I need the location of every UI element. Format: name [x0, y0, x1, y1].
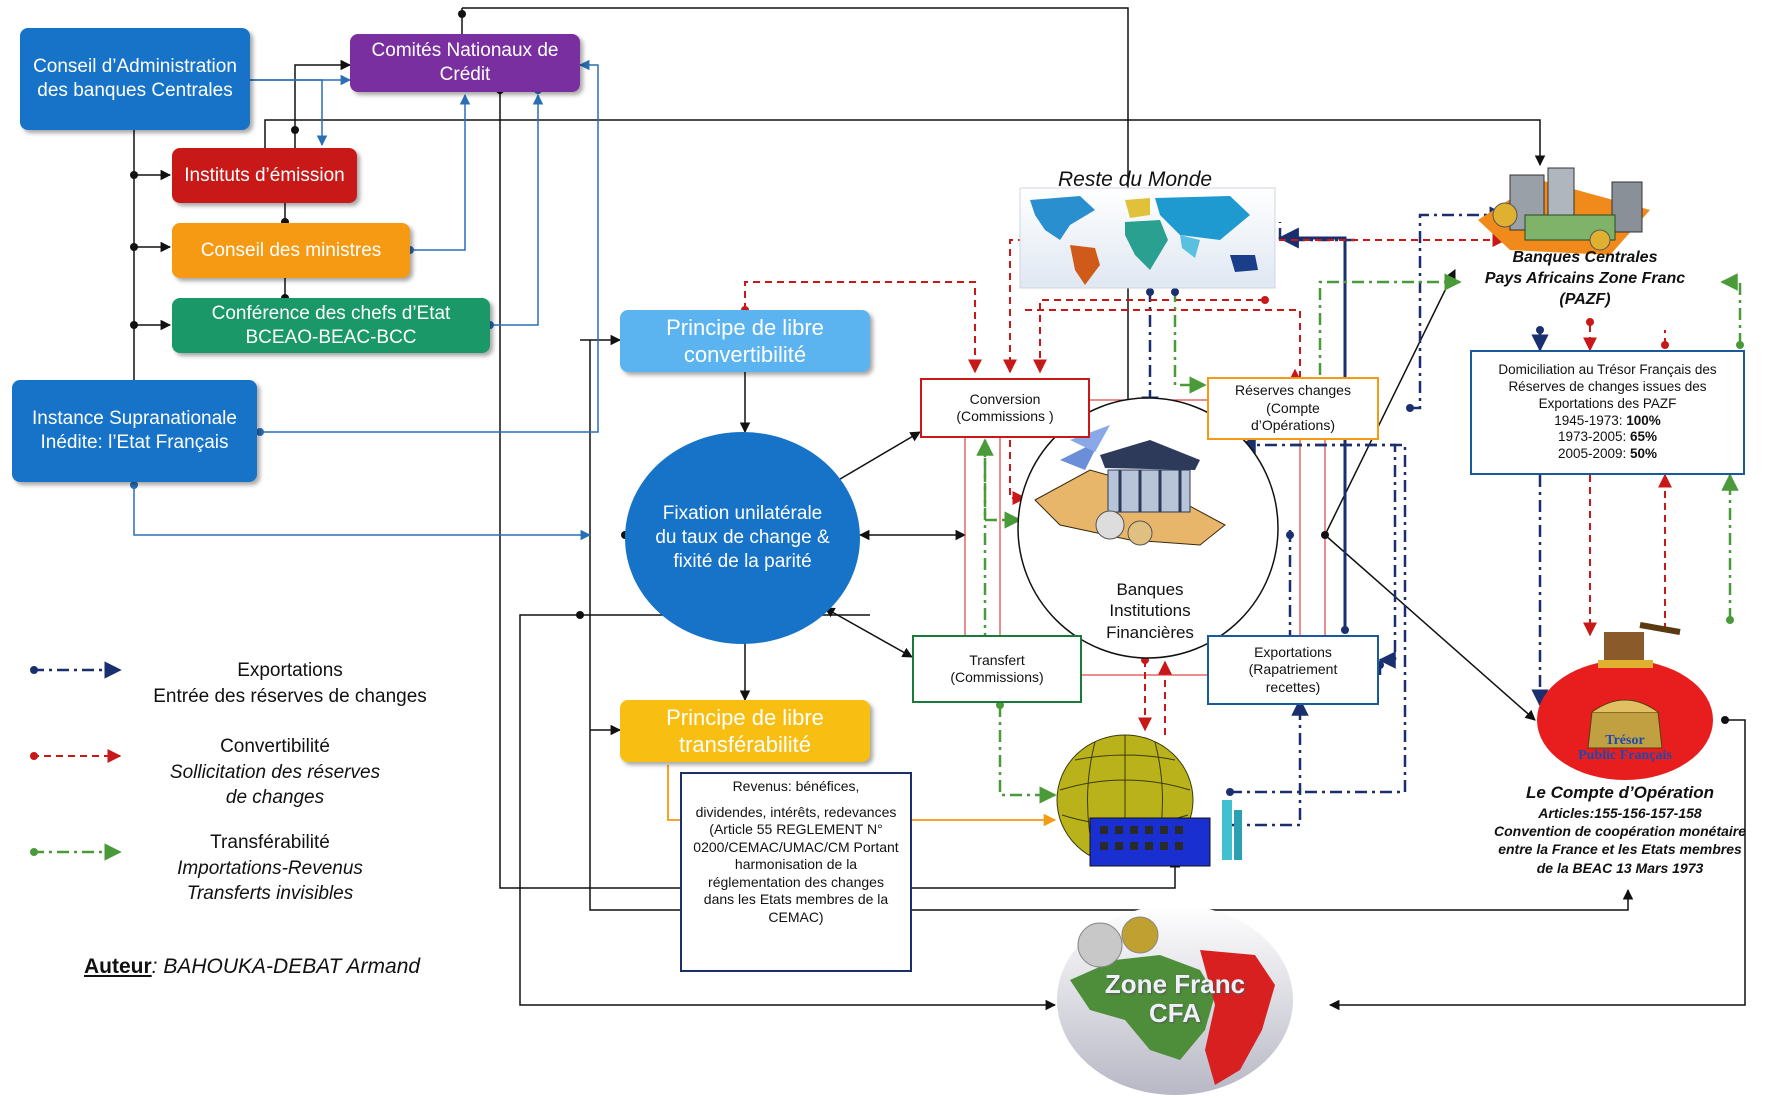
globe-building-icon	[1056, 734, 1242, 867]
legend-transferabilite-title: Transférabilité	[210, 832, 330, 853]
reserves-sub-1: (Compte	[1266, 399, 1320, 416]
revenus-box: Revenus: bénéfices, dividendes, intérêts…	[680, 772, 912, 972]
compte-operation-label: Le Compte d’Opération Articles:155-156-1…	[1470, 782, 1770, 877]
conference-chefs-text-2: BCEAO-BEAC-BCC	[245, 326, 417, 348]
period-3-value: 50%	[1630, 446, 1658, 462]
banques-centrales-line-1: Banques Centrales	[1512, 249, 1658, 266]
conference-chefs-text-1: Conférence des chefs d’Etat	[211, 302, 451, 324]
tresor-line-1: Trésor	[1605, 733, 1645, 748]
legend-convertibilite-sub-2: de changes	[225, 787, 325, 809]
conversion-sub: (Commissions )	[956, 408, 1054, 424]
instance-supranationale-text: Instance Supranationale Inédite: l’Etat …	[32, 408, 237, 453]
conversion-title: Conversion	[969, 390, 1041, 407]
period-3-label: 2005-2009:	[1557, 446, 1631, 462]
legend-exportations: Exportations Entrée des réserves de chan…	[130, 658, 450, 709]
world-map-image	[1019, 187, 1276, 289]
legend-convertibilite-title: Convertibilité	[220, 736, 330, 757]
revenus-title: Revenus: bénéfices,	[732, 778, 860, 794]
instance-supranationale-box: Instance Supranationale Inédite: l’Etat …	[12, 380, 257, 482]
transfert-sub: (Commissions)	[950, 669, 1044, 685]
compte-articles: Articles:155-156-157-158	[1538, 805, 1702, 822]
banques-centrales-line-3: (PAZF)	[1559, 290, 1611, 308]
reste-du-monde-label: Reste du Monde	[1058, 168, 1213, 191]
revenus-body: dividendes, intérêts, redevances (Articl…	[693, 803, 899, 925]
compte-title: Le Compte d’Opération	[1526, 783, 1714, 802]
legend-lines	[30, 661, 122, 861]
banques-centrales-label: Banques Centrales Pays Africains Zone Fr…	[1445, 248, 1725, 310]
zone-franc-line-1: Zone Franc	[1104, 969, 1246, 999]
exportations-flows	[1141, 206, 1549, 827]
reserves-changes-box: Réserves changes (Compte d’Opérations)	[1207, 377, 1379, 440]
principe-convertibilite-box: Principe de libre convertibilité	[620, 310, 870, 372]
period-2-label: 1973-2005:	[1557, 429, 1631, 445]
tresor-label: Trésor Public Français	[1545, 733, 1705, 764]
exportations-sub-1: (Rapatriement	[1248, 661, 1338, 678]
compte-convention-2: entre la France et les Etats membres	[1498, 841, 1742, 858]
conseil-administration-text: Conseil d’Administration des banques Cen…	[33, 56, 237, 101]
period-1973-2005: 1973-2005: 65%	[1558, 429, 1657, 446]
conseil-ministres-box: Conseil des ministres	[172, 223, 410, 278]
compte-convention-1: Convention de coopération monétaire	[1493, 823, 1747, 840]
fixation-text: Fixation unilatérale du taux de change &…	[655, 503, 830, 572]
exportations-box: Exportations (Rapatriement recettes)	[1207, 635, 1379, 705]
principe-convertibilite-text: Principe de libre convertibilité	[666, 314, 824, 368]
period-1-value: 100%	[1626, 412, 1661, 428]
legend-convertibilite: Convertibilité Sollicitation des réserve…	[130, 734, 420, 811]
transfert-title: Transfert	[969, 651, 1025, 668]
banques-label: Banques Institutions Financières	[1075, 580, 1225, 642]
instituts-emission-box: Instituts d’émission	[172, 148, 357, 203]
domiciliation-box: Domiciliation au Trésor Français des Rés…	[1470, 350, 1745, 475]
instituts-emission-text: Instituts d’émission	[184, 164, 345, 186]
legend-exportations-title: Exportations	[237, 660, 343, 681]
author-name: : BAHOUKA-DEBAT Armand	[151, 955, 421, 978]
legend-convertibilite-sub-1: Sollicitation des réserves	[169, 761, 381, 783]
conference-chefs-box: Conférence des chefs d’Etat BCEAO-BEAC-B…	[172, 298, 490, 353]
reserves-sub-2: d’Opérations)	[1250, 417, 1336, 434]
exportations-title: Exportations	[1254, 643, 1332, 660]
exportations-sub-2: recettes)	[1265, 678, 1321, 695]
banques-centrales-line-2: Pays Africains Zone Franc	[1484, 269, 1686, 287]
compte-convention-3: de la BEAC 13 Mars 1973	[1536, 859, 1704, 876]
revenus-link	[667, 765, 1057, 827]
author-credit: Auteur: BAHOUKA-DEBAT Armand	[84, 955, 420, 979]
transferabilite-flows	[976, 273, 1742, 804]
hierarchy-connectors	[133, 7, 1746, 1011]
tresor-line-2: Public Français	[1578, 748, 1672, 764]
principe-transferabilite-box: Principe de libre transférabilité	[620, 700, 870, 762]
transfert-box: Transfert (Commissions)	[912, 635, 1082, 703]
tresor-icon	[1537, 622, 1713, 780]
bank-building-icon	[1034, 425, 1226, 546]
zone-franc-line-2: CFA	[1149, 997, 1201, 1028]
comites-nationaux-text: Comités Nationaux de Crédit	[371, 40, 559, 85]
reserves-title: Réserves changes	[1235, 382, 1351, 399]
period-2005-2009: 2005-2009: 50%	[1558, 446, 1657, 463]
author-label: Auteur	[84, 955, 152, 978]
comites-nationaux-box: Comités Nationaux de Crédit	[350, 34, 580, 92]
governance-links	[133, 59, 599, 541]
principe-transferabilite-text: Principe de libre transférabilité	[666, 704, 824, 758]
conversion-box: Conversion (Commissions )	[920, 378, 1090, 438]
fixation-circle: Fixation unilatérale du taux de change &…	[625, 432, 860, 644]
zone-franc-label: Zone Franc CFA	[1090, 970, 1260, 1027]
zone-franc-globe	[1057, 905, 1293, 1095]
legend-exportations-sub: Entrée des réserves de changes	[153, 685, 427, 707]
legend-transferabilite-sub-1: Importations-Revenus	[177, 857, 363, 879]
legend-transferabilite: Transférabilité Importations-Revenus Tra…	[130, 830, 410, 907]
period-1945-1973: 1945-1973: 100%	[1554, 413, 1661, 430]
conseil-administration-box: Conseil d’Administration des banques Cen…	[20, 28, 250, 130]
banques-circle	[1017, 397, 1279, 659]
conseil-ministres-text: Conseil des ministres	[200, 239, 382, 261]
money-stack-icon	[1478, 167, 1650, 255]
banques-text: Banques Institutions Financières	[1106, 580, 1194, 642]
legend-transferabilite-sub-2: Transferts invisibles	[186, 883, 354, 905]
domiciliation-text: Domiciliation au Trésor Français des Rés…	[1498, 361, 1717, 411]
period-2-value: 65%	[1630, 429, 1658, 445]
period-1-label: 1945-1973:	[1554, 412, 1627, 428]
